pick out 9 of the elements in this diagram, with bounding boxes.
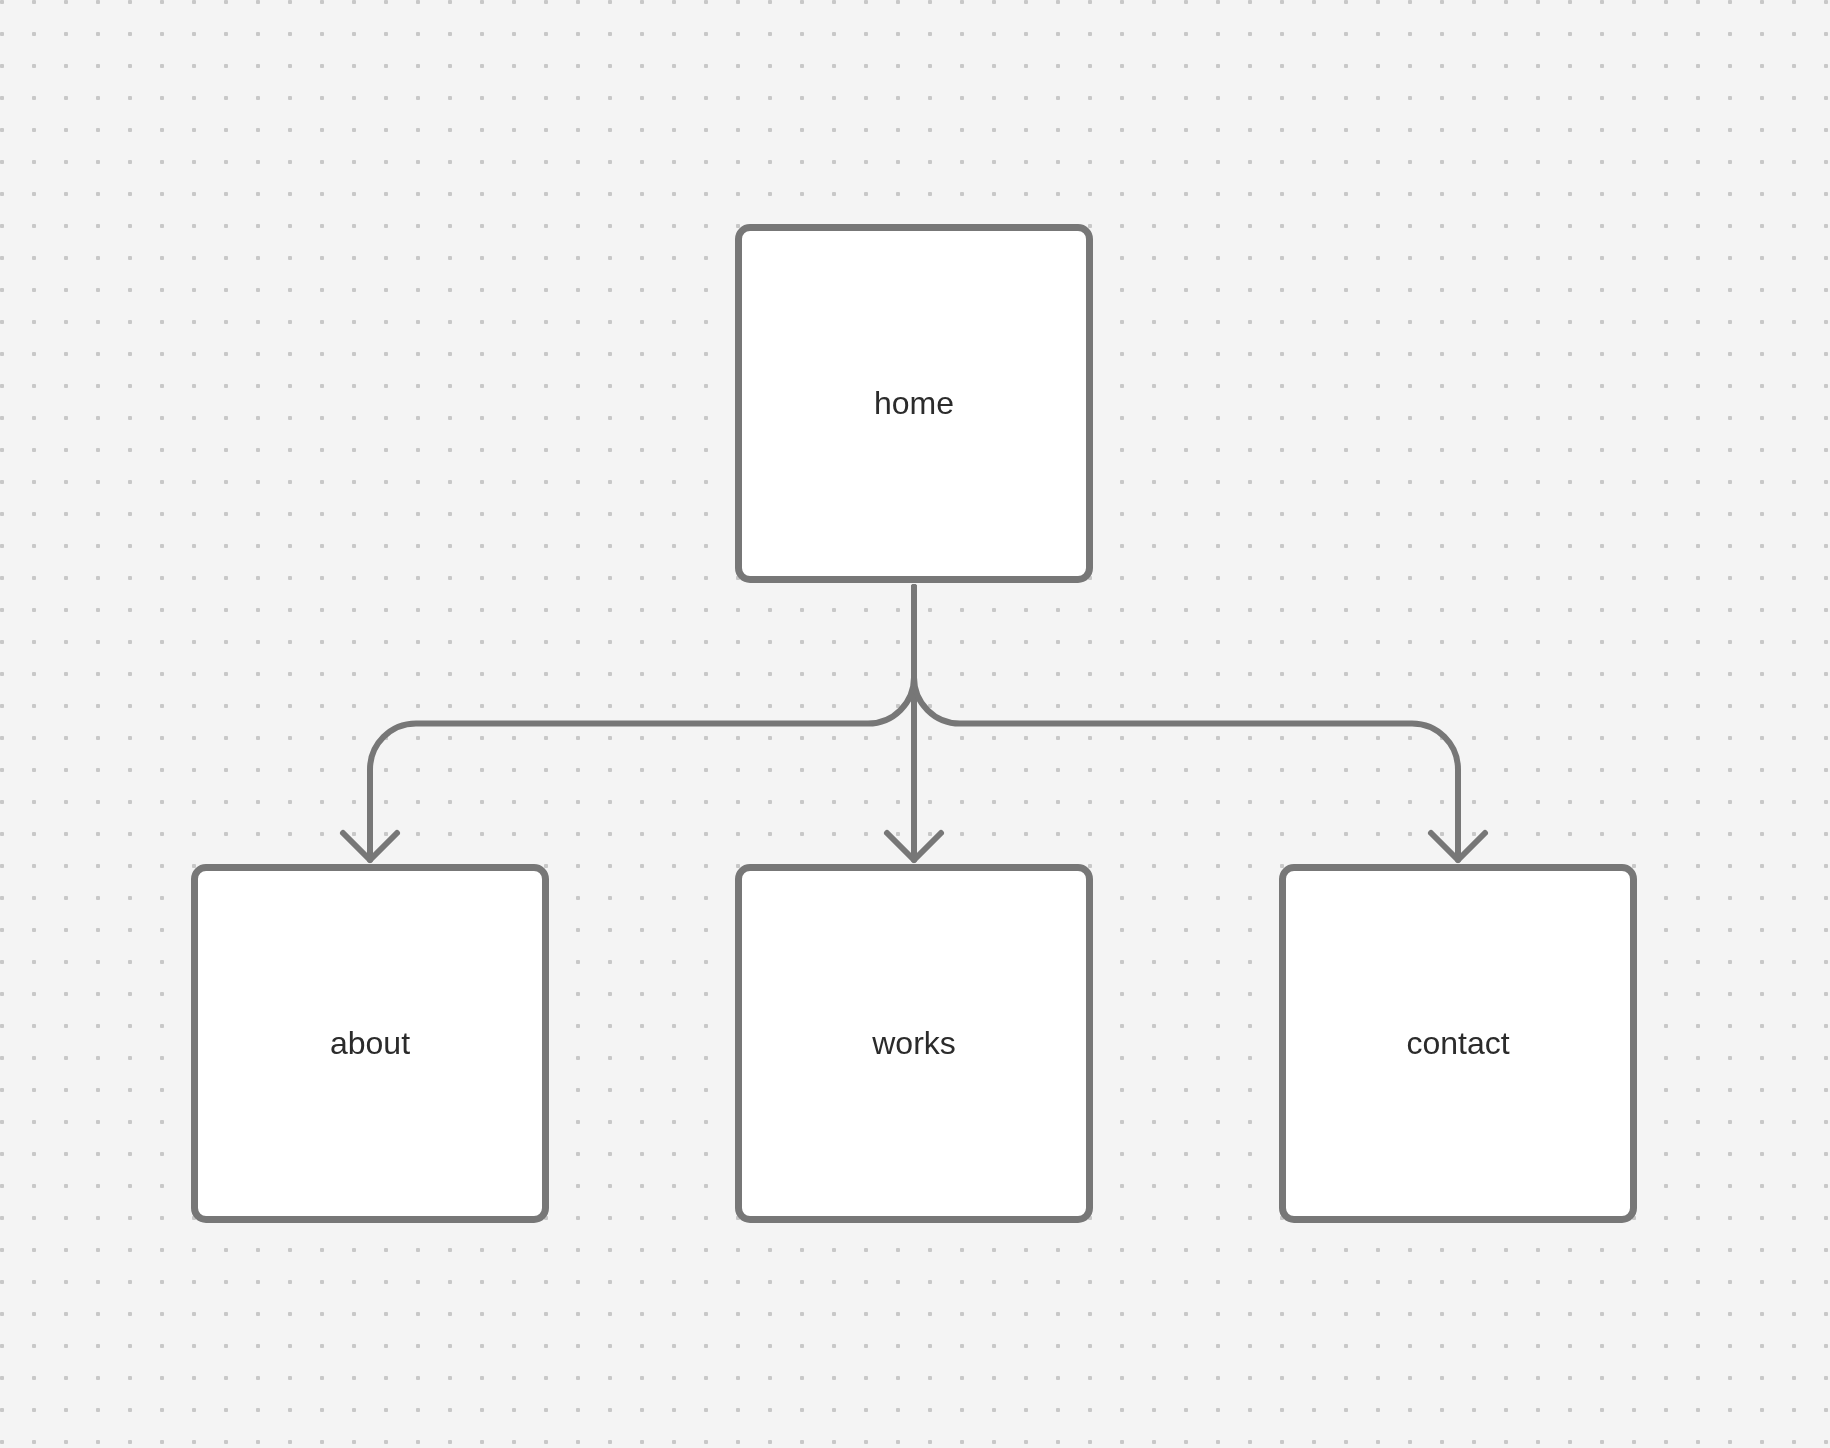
page-box (735, 864, 1093, 1223)
node-label: contact (1406, 1024, 1510, 1063)
page-box (191, 864, 549, 1223)
node-label: home (873, 384, 954, 423)
page-box (735, 224, 1093, 583)
page-box (1279, 864, 1637, 1223)
node-label: about (329, 1024, 411, 1063)
node-label: works (872, 1024, 956, 1063)
arrow (911, 584, 1488, 863)
